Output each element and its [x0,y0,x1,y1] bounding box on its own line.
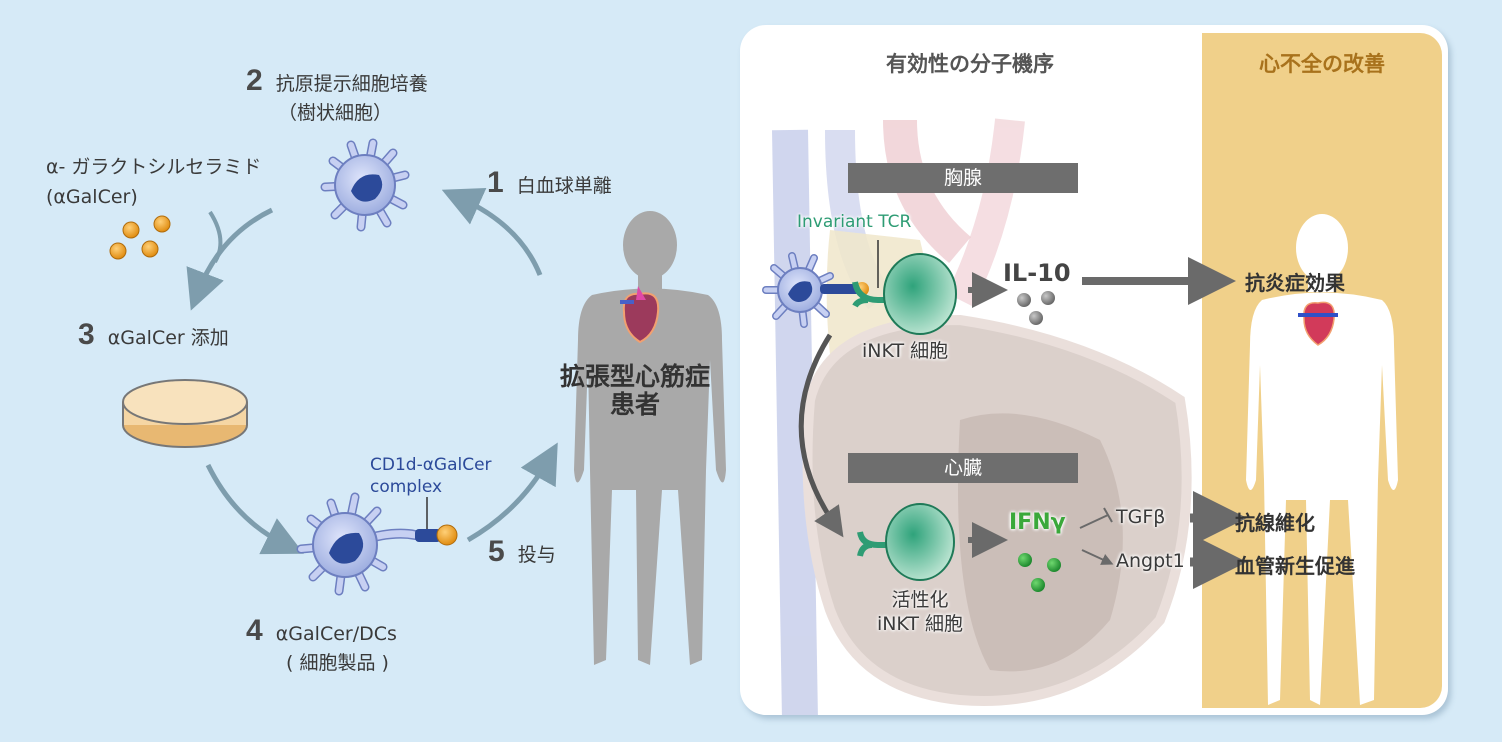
step-3-text: αGalCer 添加 [107,327,229,349]
step-2-number: 2 [246,64,263,97]
step-2-subtext: （樹状細胞） [278,102,393,124]
thymus-label: 胸腺 [848,163,1078,193]
healthy-body-silhouette-icon [1246,214,1398,705]
step-5-text: 投与 [517,544,556,566]
step-4: 4 αGalCer/DCs ( 細胞製品 ) [246,614,397,675]
anti-inflammatory-label: 抗炎症効果 [1245,271,1345,295]
dendritic-cell-icon [320,138,410,232]
mechanism-title: 有効性の分子機序 [886,52,1054,76]
step-1-text: 白血球単離 [516,175,612,197]
ifng-molecules-icon [1018,553,1061,592]
heart-anatomy-illustration [772,118,1192,715]
angpt1-label: Angpt1 [1116,550,1185,572]
inkt-cell-icon [852,253,957,335]
petri-dish-icon [122,379,248,448]
complex-label-line1: CD1d-αGalCer [370,455,492,475]
reagent-abbrev: (αGalCer) [46,186,138,208]
heart-label: 心臓 [848,453,1078,483]
patient-label-line1: 拡張型心筋症 [559,362,710,391]
patient-label-line2: 患者 [609,390,660,419]
arrow-step5 [466,442,558,543]
anti-fibrosis-label: 抗線維化 [1235,511,1315,535]
step-2-text: 抗原提示細胞培養 [275,73,428,95]
il10-molecules-icon [1017,291,1055,325]
loaded-dendritic-cell-icon [296,492,458,596]
arrow-step1 [441,187,543,276]
healthy-heart-icon [1298,301,1338,346]
patient-silhouette-icon [574,211,726,665]
step-4-subtext: ( 細胞製品 ) [286,652,389,674]
angiogenesis-label: 血管新生促進 [1235,554,1355,578]
activated-inkt-cell-icon [857,503,955,581]
step-5: 5 投与 [488,535,556,569]
step-5-number: 5 [488,535,505,568]
activated-inkt-line2: iNKT 細胞 [876,613,964,635]
migration-arrow [798,333,844,538]
activate-angpt1 [1081,549,1114,565]
arrow-step3-to-4 [205,463,304,555]
tgfb-label: TGFβ [1116,506,1166,528]
arrow-reagent-merge [208,210,223,264]
activated-inkt-line1: 活性化 [891,589,949,611]
step-4-text: αGalCer/DCs [275,623,397,645]
thymus-dendritic-cell-icon [762,252,869,328]
arrow-step2-to-3 [186,207,274,311]
inhibit-tgfb [1079,514,1109,529]
step-3: 3 αGalCer 添加 [78,318,229,352]
reagent-label: α- ガラクトシルセラミド [46,156,262,178]
step-4-number: 4 [246,614,263,647]
step-2: 2 抗原提示細胞培養 （樹状細胞） [246,64,428,125]
step-1: 1 白血球単離 [487,166,612,200]
ifng-label: IFNγ [1009,510,1066,535]
outcome-title: 心不全の改善 [1259,52,1385,76]
patient-heart-icon [620,286,660,344]
patient-label: 拡張型心筋症 患者 [535,363,735,419]
activated-inkt-label: 活性化 iNKT 細胞 [860,588,980,636]
il10-label: IL-10 [1003,259,1071,287]
step-3-number: 3 [78,318,95,351]
inkt-label: iNKT 細胞 [862,340,949,362]
tcr-label: Invariant TCR [797,212,912,232]
complex-label-line2: complex [370,477,443,497]
complex-label: CD1d-αGalCer complex [370,454,492,498]
step-1-number: 1 [487,166,504,199]
galcer-molecules-icon [109,215,171,260]
